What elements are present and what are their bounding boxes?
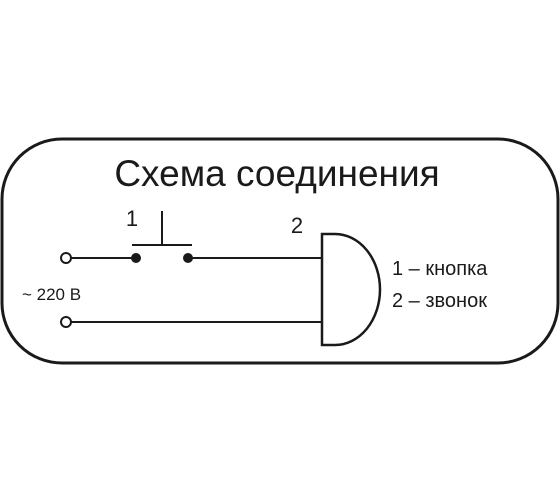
switch-contact-left — [131, 253, 141, 263]
legend-item-switch: 1 – кнопка — [392, 258, 488, 280]
diagram-frame — [0, 137, 560, 365]
legend-item-bell: 2 – звонок — [392, 290, 487, 312]
voltage-label: ~ 220 В — [22, 285, 81, 304]
terminal-top — [60, 252, 72, 264]
bell-symbol — [320, 232, 382, 347]
switch-number: 1 — [126, 206, 138, 231]
terminal-bottom — [60, 316, 72, 328]
diagram-title: Схема соединения — [114, 153, 439, 194]
bell-number: 2 — [291, 213, 303, 238]
